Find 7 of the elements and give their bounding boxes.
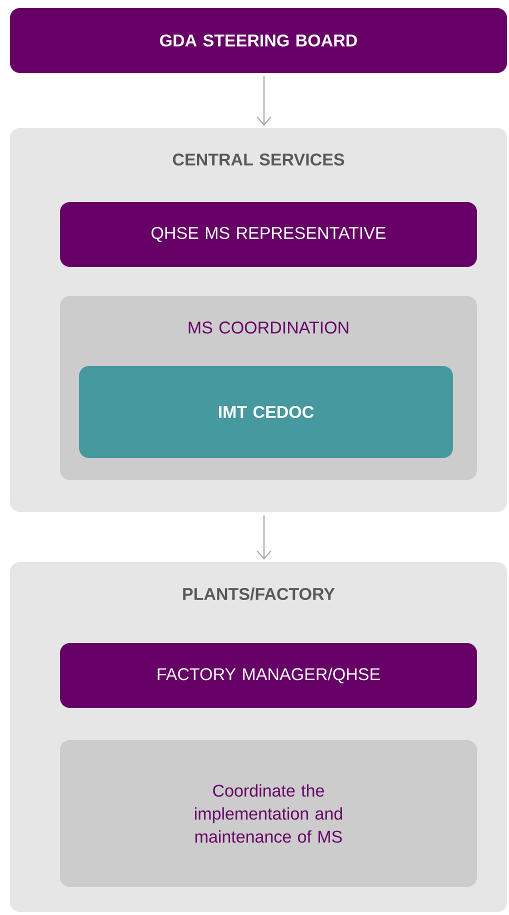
unit-box: IMT CEDOC — [79, 366, 453, 458]
note-box: Coordinate the implementation and maintenance of MS — [60, 740, 477, 887]
arrow — [256, 116, 272, 126]
role-box: QHSE MS REPRESENTATIVE — [60, 202, 477, 267]
arrow — [256, 550, 272, 560]
title-box: GDA STEERING BOARD — [10, 8, 507, 73]
role-box: FACTORY MANAGER/QHSE — [60, 643, 477, 708]
